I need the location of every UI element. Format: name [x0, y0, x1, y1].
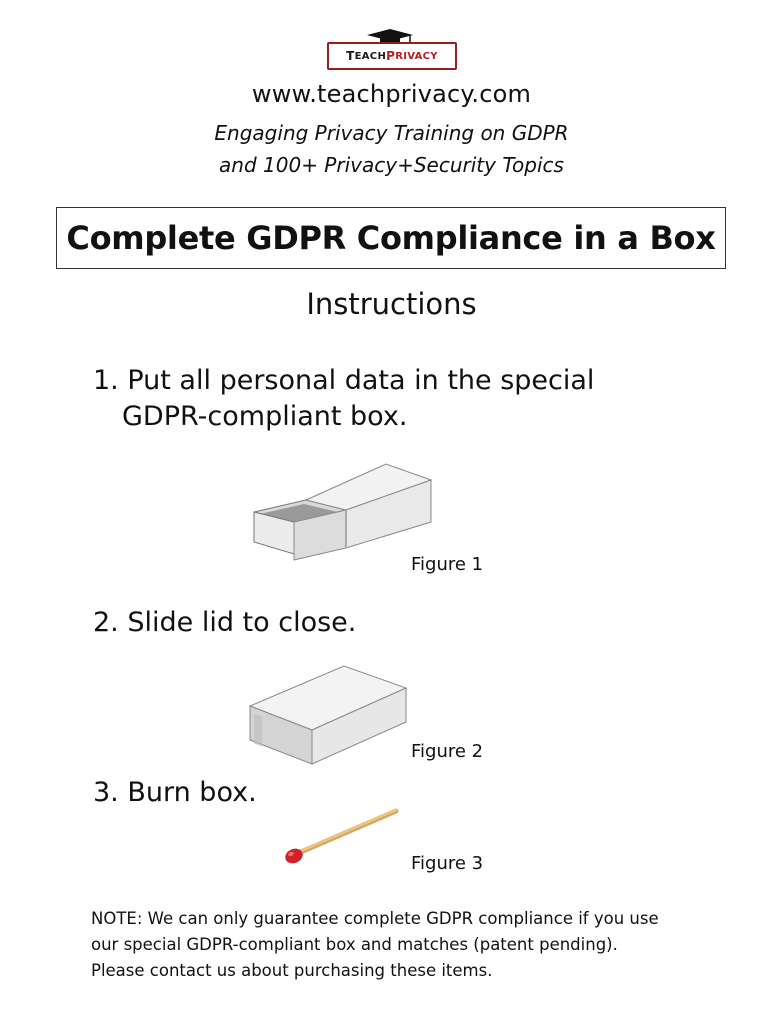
tagline-line-1: Engaging Privacy Training on GDPR — [214, 121, 569, 145]
note-line-2: our special GDPR-compliant box and match… — [91, 935, 618, 954]
figure-2-caption: Figure 2 — [411, 741, 484, 762]
closed-matchbox-image — [248, 665, 408, 765]
graduation-cap-icon — [367, 29, 413, 45]
instructions-heading: Instructions — [306, 287, 477, 321]
page-title: Complete GDPR Compliance in a Box — [56, 207, 726, 269]
note-line-1: NOTE: We can only guarantee complete GDP… — [91, 909, 659, 928]
logo-letter: P — [386, 49, 396, 63]
step-2-text: 2. Slide lid to close. — [93, 607, 357, 638]
step-1-text-continued: GDPR-compliant box. — [122, 401, 408, 432]
open-matchbox-image — [253, 463, 433, 561]
match-image — [285, 808, 399, 864]
tagline-line-2: and 100+ Privacy+Security Topics — [219, 153, 564, 177]
logo-letter: T — [346, 49, 355, 63]
step-3-text: 3. Burn box. — [93, 777, 257, 808]
figure-3-caption: Figure 3 — [411, 853, 484, 874]
step-1-text: 1. Put all personal data in the special — [93, 365, 595, 396]
note-paragraph: NOTE: We can only guarantee complete GDP… — [91, 906, 731, 984]
figure-1-caption: Figure 1 — [411, 554, 484, 575]
logo-text: EACH — [354, 50, 387, 62]
logo-text: RIVACY — [395, 50, 438, 62]
website-url[interactable]: www.teachprivacy.com — [251, 80, 532, 108]
note-line-3: Please contact us about purchasing these… — [91, 961, 493, 980]
